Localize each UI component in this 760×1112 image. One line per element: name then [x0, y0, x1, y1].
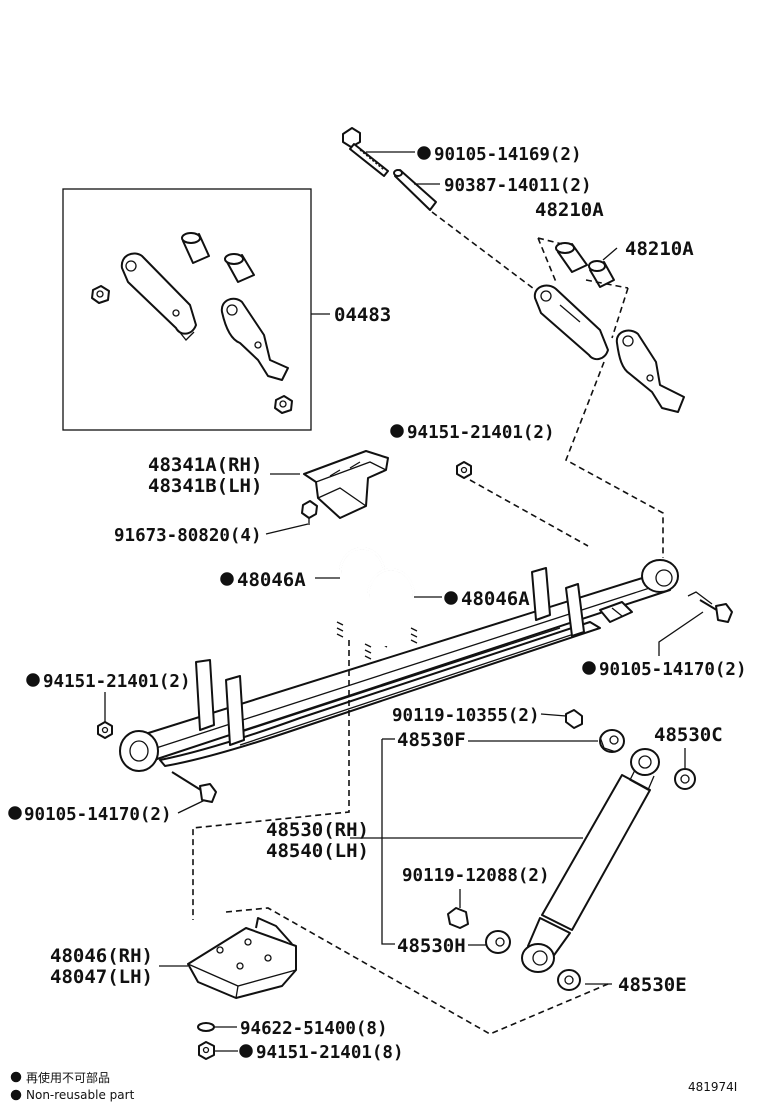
- shackle-plate-front: [533, 284, 609, 361]
- marker-nonreusable-1: [417, 146, 431, 160]
- figure-number: 481974I: [688, 1080, 737, 1094]
- bracket-48341: [303, 450, 389, 519]
- label-48530E: 48530E: [618, 974, 687, 996]
- bolt-91673: [301, 500, 318, 525]
- label-48530F: 48530F: [397, 729, 466, 751]
- kit-box: [62, 188, 312, 431]
- kit-shackle-left: [120, 252, 197, 341]
- label-90105-14169: 90105-14169(2): [434, 145, 582, 165]
- nut-94151-bottom: [198, 1041, 215, 1060]
- legend-marker-1: [10, 1071, 22, 1083]
- marker-nonreusable-3: [220, 572, 234, 586]
- label-91673: 91673-80820(4): [114, 526, 262, 546]
- bush-48530F: [599, 729, 625, 753]
- label-04483: 04483: [334, 304, 391, 326]
- label-94151-top: 94151-21401(2): [407, 423, 555, 443]
- bush-48530C: [674, 768, 696, 790]
- label-90105-14170-right: 90105-14170(2): [599, 660, 747, 680]
- shackle-48210A-top-bush: [555, 242, 588, 273]
- label-94622: 94622-51400(8): [240, 1019, 388, 1039]
- label-48046: 48046(RH): [50, 945, 153, 967]
- bolt-90105-14170-left: [171, 771, 217, 803]
- label-48530H: 48530H: [397, 935, 466, 957]
- legend-marker-2: [10, 1089, 22, 1101]
- label-94151-bottom: 94151-21401(8): [256, 1043, 404, 1063]
- label-94151-left: 94151-21401(2): [43, 672, 191, 692]
- nut-94151-left: [97, 721, 113, 739]
- marker-nonreusable-2: [390, 424, 404, 438]
- legend-line-1: 再使用不可部品: [26, 1070, 110, 1085]
- leader-48530-bracket: [381, 739, 395, 945]
- bush-48530H: [485, 930, 511, 954]
- marker-nonreusable-5: [582, 661, 596, 675]
- shock-absorber: [521, 748, 660, 973]
- kit-nut-1: [91, 285, 110, 304]
- label-48046A-left: 48046A: [237, 569, 306, 591]
- bolt-90119-12088: [447, 907, 469, 929]
- kit-nut-2: [274, 395, 293, 414]
- marker-nonreusable-8: [239, 1044, 253, 1058]
- bolt-90105-14170-right: [687, 591, 733, 623]
- shackle-plate-back: [615, 329, 685, 413]
- spring-seat-48046: [187, 917, 297, 999]
- label-48046A-right: 48046A: [461, 588, 530, 610]
- legend-line-2: Non-reusable part: [26, 1088, 135, 1102]
- bolt-90105-14169: [342, 127, 389, 177]
- label-90119-12088: 90119-12088(2): [402, 866, 550, 886]
- label-48210A-right: 48210A: [625, 238, 694, 260]
- label-48341A: 48341A(RH): [148, 454, 262, 476]
- label-48530C: 48530C: [654, 724, 723, 746]
- kit-04483-group: [62, 188, 330, 431]
- spacer-90387-14011: [393, 169, 437, 211]
- marker-nonreusable-4: [444, 591, 458, 605]
- washer-48530E: [557, 969, 581, 991]
- kit-bushing-2: [224, 253, 255, 283]
- bolt-90119-10355: [565, 709, 583, 729]
- dash-shackle-to-spring: [565, 361, 664, 558]
- label-90105-14170-left: 90105-14170(2): [24, 805, 172, 825]
- marker-nonreusable-6: [26, 673, 40, 687]
- label-48540: 48540(LH): [266, 840, 369, 862]
- washer-94622: [197, 1022, 215, 1032]
- nut-94151-top: [456, 461, 472, 479]
- leaf-spring: [119, 559, 679, 772]
- label-90119-10355: 90119-10355(2): [392, 706, 540, 726]
- marker-nonreusable-7: [8, 806, 22, 820]
- label-90387-14011: 90387-14011(2): [444, 176, 592, 196]
- ubolt-48046A-right: [364, 568, 418, 660]
- kit-shackle-right: [220, 297, 289, 381]
- label-48210A-top: 48210A: [535, 199, 604, 221]
- label-48530: 48530(RH): [266, 819, 369, 841]
- label-48047: 48047(LH): [50, 966, 153, 988]
- dash-bolt-to-shackle: [431, 211, 547, 299]
- dash-spring-to-seat: [192, 640, 350, 920]
- shackle-48210A-right-bush: [588, 260, 615, 288]
- kit-bushing-1: [181, 232, 210, 264]
- label-48341B: 48341B(LH): [148, 475, 262, 497]
